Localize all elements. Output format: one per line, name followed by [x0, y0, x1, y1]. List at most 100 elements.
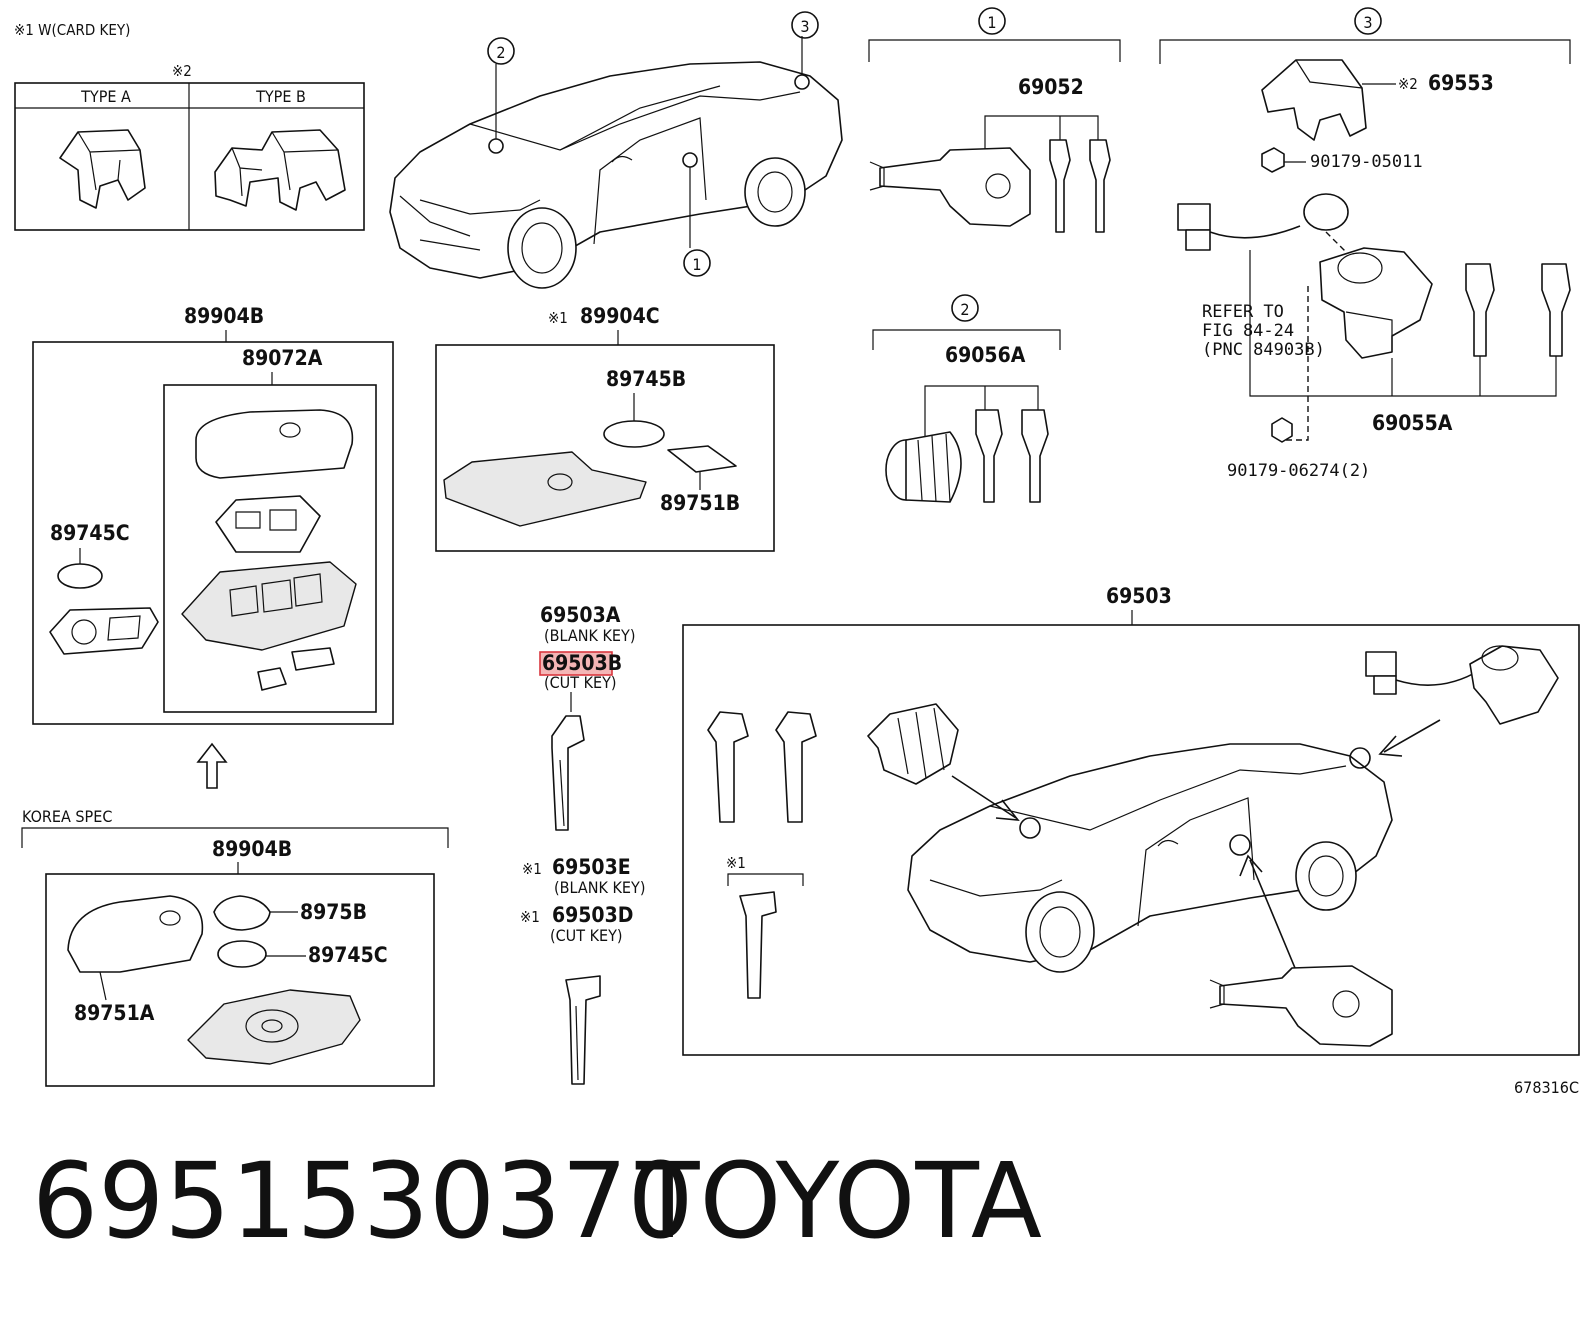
part-69553-label: 69553	[1428, 71, 1494, 95]
footer-part-number: 6951530370	[32, 1140, 694, 1262]
assembly-group-2: 2 69056A	[872, 294, 1061, 503]
remote-cover-top	[195, 409, 354, 479]
key-69055A-a	[1465, 263, 1495, 357]
part-69503-label: 69503	[1106, 584, 1172, 608]
cut-key-label-2: (CUT KEY)	[550, 926, 623, 945]
frame-89904B	[32, 341, 394, 725]
key-69052-b	[1089, 139, 1111, 233]
assembly-group-1: 1 69052	[868, 7, 1121, 233]
key-69056A-b	[1021, 409, 1049, 503]
wire-harness-connector	[1177, 193, 1349, 251]
refer-note-line-3: (PNC 84903B)	[1202, 340, 1325, 360]
korea-battery-cover	[213, 895, 271, 931]
frame-ignition-with-harness	[1365, 645, 1559, 725]
korea-battery-89745C	[217, 940, 267, 968]
lock-cylinder-69056A	[885, 431, 962, 503]
frame-key-b	[775, 711, 817, 823]
screw-90179-05011	[1261, 147, 1285, 173]
inner-note-label: ※1	[726, 854, 746, 872]
remote-circuit-board	[215, 495, 321, 553]
part-89904C-note: ※1	[548, 309, 568, 327]
key-blade-69503D	[565, 975, 601, 1085]
frame-card-key-blade	[739, 891, 777, 999]
assembly-89904C: ※1 89904C 89745B 89751B	[435, 304, 775, 552]
figure-code-label: 678316C	[1514, 1078, 1579, 1097]
footer-brand: TOYOTA	[636, 1140, 1042, 1262]
frame-89904C	[435, 344, 775, 552]
part-89072A-label: 89072A	[242, 346, 323, 370]
part-69503A-label: 69503A	[540, 603, 621, 627]
korea-spec-group: KOREA SPEC 89904B 89751A 8975B 89745C	[21, 807, 449, 1087]
battery-89745C	[57, 563, 103, 589]
korea-remote-case	[187, 989, 361, 1065]
assembly-89904B: 89904B 89072A 89745C	[32, 304, 394, 725]
type-a-bracket	[59, 129, 146, 209]
key-69052-a	[1049, 139, 1071, 233]
part-89751B-label: 89751B	[660, 491, 740, 515]
battery-89745B	[603, 420, 665, 448]
part-69503D-note: ※1	[520, 908, 540, 926]
group-1-callout: 1	[987, 13, 996, 32]
part-69055A-label: 69055A	[1372, 411, 1453, 435]
up-arrow	[196, 742, 228, 789]
card-key-plate	[443, 451, 647, 527]
label-sheet-89751B	[667, 445, 737, 473]
part-89745C-label: 89745C	[50, 521, 130, 545]
part-89745B-label: 89745B	[606, 367, 686, 391]
part-69503E-label: 69503E	[552, 855, 631, 879]
part-89904C-label: 89904C	[580, 304, 660, 328]
key-blade-69503B	[551, 715, 585, 831]
part-8975B-label: 8975B	[300, 900, 367, 924]
bracket-69553	[1261, 59, 1367, 141]
type-a-label: TYPE A	[80, 87, 131, 106]
assembly-69503: 69503 ※1	[682, 584, 1580, 1056]
ignition-switch-69052	[869, 147, 1031, 227]
refer-note-line-1: REFER TO	[1202, 302, 1284, 322]
part-69503B-label[interactable]: 69503B	[542, 651, 622, 675]
frame-lock-cylinder	[867, 703, 959, 785]
part-89904B-korea-label: 89904B	[212, 837, 292, 861]
highlight-69503B	[539, 651, 613, 676]
card-key-note: ※1 W(CARD KEY)	[14, 21, 130, 39]
blank-key-label-2: (BLANK KEY)	[554, 878, 645, 897]
car-callout-3: 3	[800, 17, 809, 36]
frame-arrows	[951, 719, 1441, 981]
part-69052-label: 69052	[1018, 75, 1084, 99]
gasket-sheet	[49, 607, 159, 655]
part-89904B-label: 89904B	[184, 304, 264, 328]
part-69503D-label: 69503D	[552, 903, 633, 927]
note-2-label: ※2	[172, 62, 192, 80]
part-90179-05011-label: 90179-05011	[1310, 152, 1423, 172]
remote-button-parts	[257, 647, 335, 691]
frame-ignition-switch	[1209, 965, 1393, 1047]
card-key-type-legend: ※1 W(CARD KEY) ※2 TYPE A TYPE B	[14, 21, 365, 231]
remote-case-body	[181, 561, 357, 651]
part-90179-06274-label: 90179-06274(2)	[1227, 461, 1370, 481]
ignition-cylinder-69055A	[1319, 231, 1433, 359]
korea-remote-cover	[67, 895, 204, 973]
part-69056A-label: 69056A	[945, 343, 1026, 367]
frame-89072A	[163, 384, 377, 713]
group-2-callout: 2	[960, 300, 969, 319]
group-3-callout: 3	[1363, 13, 1372, 32]
part-69553-note: ※2	[1398, 75, 1418, 93]
frame-69503	[682, 624, 1580, 1056]
type-b-label: TYPE B	[255, 87, 306, 106]
korea-spec-label: KOREA SPEC	[22, 807, 112, 826]
car-illustration-top: 2 3 1	[389, 11, 843, 289]
frame-89904B-korea	[45, 873, 435, 1087]
key-69056A-a	[975, 409, 1003, 503]
cut-key-label-1: (CUT KEY)	[544, 673, 617, 692]
part-69503E-note: ※1	[522, 860, 542, 878]
car-illustration-bottom	[907, 743, 1393, 973]
type-b-bracket	[214, 129, 346, 211]
car-callout-2: 2	[496, 43, 505, 62]
part-89745C-korea-label: 89745C	[308, 943, 388, 967]
assembly-group-3: 3 ※2 69553 90179-05011	[1159, 7, 1571, 481]
car-callout-1: 1	[692, 255, 701, 274]
refer-note-line-2: FIG 84-24	[1202, 321, 1294, 341]
key-blade-list: 69503A (BLANK KEY) 69503B (CUT KEY) ※1 6…	[520, 603, 645, 1085]
key-69055A-b	[1541, 263, 1571, 357]
nut-90179-06274	[1271, 417, 1293, 443]
